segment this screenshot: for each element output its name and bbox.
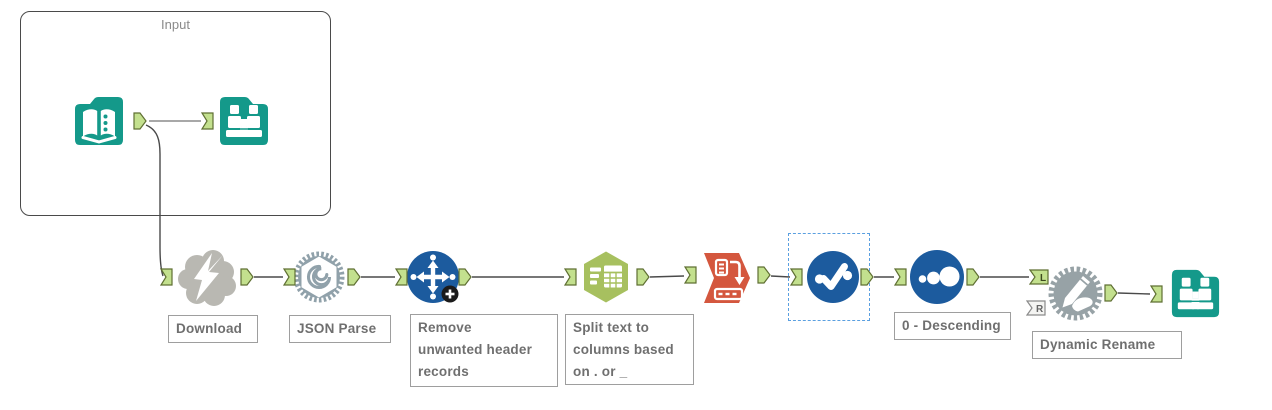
tool-text-to-columns[interactable]: [578, 249, 634, 305]
tool-select-records[interactable]: [405, 249, 461, 305]
tool-json-parse[interactable]: [291, 249, 347, 305]
annotation-download[interactable]: Download: [168, 315, 258, 343]
output-anchor[interactable]: [860, 268, 874, 286]
output-anchor[interactable]: [458, 268, 472, 286]
svg-text:L: L: [1040, 273, 1046, 284]
tool-unique[interactable]: [806, 250, 860, 304]
container-label: Input: [161, 17, 190, 32]
annotation-select-records[interactable]: Remove unwanted header records: [410, 314, 558, 387]
tool-transpose[interactable]: [701, 251, 753, 305]
tool-dynamic-rename[interactable]: [1047, 265, 1104, 322]
download-icon: [178, 250, 236, 306]
select-records-icon: [407, 251, 459, 303]
annotation-json-parse[interactable]: JSON Parse: [289, 315, 391, 343]
annotation-sort[interactable]: 0 - Descending: [894, 312, 1011, 340]
input-anchor[interactable]: [790, 268, 803, 286]
annotation-text-to-columns[interactable]: Split text to columns based on . or _: [565, 314, 694, 385]
input-anchor[interactable]: [684, 266, 697, 284]
output-anchor[interactable]: [133, 112, 147, 130]
input-anchor[interactable]: [160, 268, 173, 286]
browse-icon: [220, 97, 268, 145]
input-anchor[interactable]: [395, 268, 408, 286]
tool-container-input[interactable]: Input: [20, 11, 331, 216]
browse-icon: [1171, 269, 1220, 318]
output-anchor[interactable]: [240, 268, 254, 286]
text-to-columns-icon: [584, 251, 628, 303]
output-anchor[interactable]: [757, 266, 771, 284]
output-anchor[interactable]: [347, 268, 361, 286]
input-anchor[interactable]: [1150, 285, 1163, 303]
connection-texttocolumns-to-transpose[interactable]: [649, 275, 685, 278]
output-anchor[interactable]: [1104, 284, 1118, 302]
tool-sort[interactable]: [909, 249, 965, 305]
output-anchor[interactable]: [966, 268, 980, 286]
tool-browse-1[interactable]: [215, 92, 273, 150]
tool-browse-2[interactable]: [1167, 265, 1224, 322]
input-anchor[interactable]: [201, 112, 214, 130]
connection-transpose-to-unique[interactable]: [770, 275, 791, 278]
sort-icon: [910, 250, 964, 304]
dynamic-rename-icon: [1048, 266, 1103, 321]
svg-text:R: R: [1036, 304, 1044, 315]
output-anchor[interactable]: [636, 268, 650, 286]
tool-input-data[interactable]: [70, 92, 128, 150]
input-anchor[interactable]: [894, 268, 907, 286]
transpose-icon: [704, 253, 750, 303]
input-anchor-left[interactable]: L: [1029, 269, 1049, 285]
input-anchor[interactable]: [564, 268, 577, 286]
connection-dynamicrename-to-browse[interactable]: [1117, 292, 1151, 295]
input-anchor[interactable]: [283, 268, 296, 286]
input-data-icon: [75, 97, 123, 145]
annotation-dynamic-rename[interactable]: Dynamic Rename: [1032, 331, 1182, 359]
input-anchor-right[interactable]: R: [1026, 300, 1046, 316]
unique-icon: [807, 251, 859, 303]
tool-download[interactable]: [175, 246, 237, 308]
json-parse-icon: [293, 251, 345, 303]
